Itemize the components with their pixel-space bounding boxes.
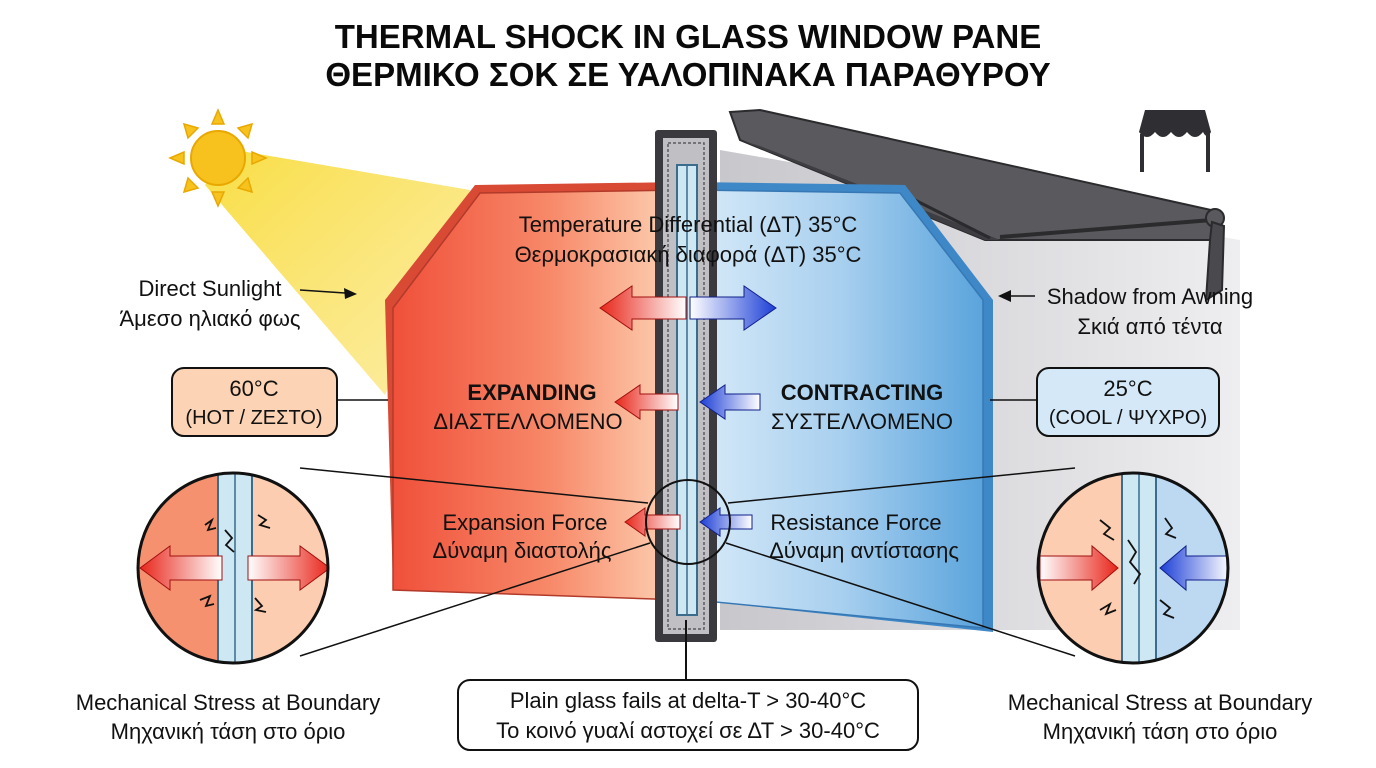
differential-en: Temperature Differential (ΔT) 35°C [519,212,858,237]
hot-temp: 60°C [229,376,278,401]
shadow-el: Σκιά από τέντα [1077,314,1222,339]
sunlight-pointer [299,288,357,299]
fail-note-en: Plain glass fails at delta-T > 30-40°C [510,688,866,713]
hot-temp-box: 60°C (HOT / ΖΕΣΤΟ) [171,367,388,437]
cool-desc: (COOL / ΨΥΧΡΟ) [1049,407,1207,429]
stress-magnifier-left [136,471,330,665]
contracting-el: ΣΥΣΤΕΛΛΟΜΕΝΟ [771,409,953,434]
resistance-force-arrow [699,507,753,537]
title-el: ΘΕΡΜΙΚΟ ΣΟΚ ΣΕ ΥΑΛΟΠΙΝΑΚΑ ΠΑΡΑΘΥΡΟΥ [325,56,1050,93]
sun-icon [168,108,268,208]
fail-note-el: Το κοινό γυαλί αστοχεί σε ΔΤ > 30-40°C [496,718,880,743]
differential-arrow [599,285,777,331]
shadow-en: Shadow from Awning [1047,284,1253,309]
resistance-force-el: Δύναμη αντίστασης [769,538,959,563]
awning-icon [728,108,1226,302]
cool-temp-box: 25°C (COOL / ΨΥΧΡΟ) [990,367,1220,437]
expansion-force-el: Δύναμη διαστολής [433,538,612,563]
stress-left-en: Mechanical Stress at Boundary [76,690,381,715]
stress-right-el: Μηχανική τάση στο όριο [1043,719,1278,744]
cool-temp: 25°C [1103,376,1152,401]
expanding-arrow [614,384,679,420]
sunlight-en: Direct Sunlight [138,276,281,301]
canopy-icon [1139,110,1211,172]
differential-el: Θερμοκρασιακή διαφορά (ΔT) 35°C [515,242,862,267]
contracting-arrow [699,384,761,420]
contracting-en: CONTRACTING [781,380,944,405]
expansion-force-en: Expansion Force [442,510,607,535]
failure-note: Plain glass fails at delta-T > 30-40°C Τ… [457,679,919,751]
expanding-en: EXPANDING [467,380,596,405]
boundary-focus-circle [645,479,731,565]
expansion-force-arrow [624,507,681,537]
window-frame [655,130,717,642]
expanding-el: ΔΙΑΣΤΕΛΛΟΜΕΝΟ [433,409,622,434]
stress-left-el: Μηχανική τάση στο όριο [111,719,346,744]
hot-pane [385,182,684,601]
resistance-force-en: Resistance Force [770,510,941,535]
shadow-pointer [998,290,1035,302]
hot-desc: (HOT / ΖΕΣΤΟ) [185,407,322,429]
cold-pane [694,182,993,632]
sunlight-el: Άμεσο ηλιακό φως [119,306,300,331]
stress-right-en: Mechanical Stress at Boundary [1008,690,1313,715]
title-en: THERMAL SHOCK IN GLASS WINDOW PANE [335,18,1041,55]
